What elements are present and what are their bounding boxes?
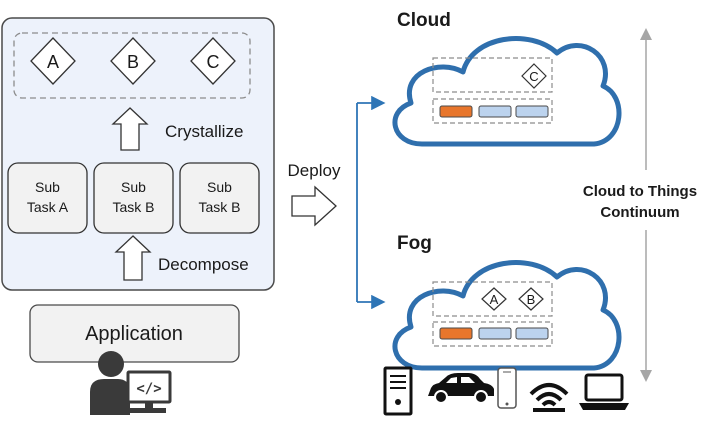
svg-text:</>: </> — [136, 381, 161, 397]
svg-text:C: C — [529, 69, 538, 84]
queue-slot — [478, 105, 512, 118]
svg-text:B: B — [527, 292, 536, 307]
wifi-icon — [529, 383, 569, 412]
svg-text:A: A — [47, 52, 59, 72]
car-icon — [428, 373, 494, 404]
crystallize-arrow-icon — [111, 107, 149, 151]
decompose-arrow-icon — [114, 235, 152, 281]
function-diamond-a: A — [481, 287, 507, 311]
application-decomposition-panel: A B C Crystallize Sub Task A Sub Task B … — [1, 17, 275, 291]
svg-text:Task B: Task B — [112, 199, 154, 215]
fog-node: A B — [392, 260, 622, 371]
svg-text:A: A — [490, 292, 499, 307]
continuum-label-line1: Cloud to Things — [583, 183, 697, 200]
svg-text:B: B — [127, 52, 139, 72]
svg-text:Sub: Sub — [207, 179, 232, 195]
function-diamond-b: B — [110, 37, 156, 85]
subtask-box-b-2: Sub Task B — [179, 162, 260, 234]
smartphone-icon — [497, 367, 517, 409]
queue-slot — [515, 327, 549, 340]
queue-slot — [515, 105, 549, 118]
function-diamond-c: C — [521, 63, 547, 89]
application-label: Application — [85, 323, 183, 345]
cloud-node: C — [392, 36, 622, 147]
crystallize-label: Crystallize — [165, 122, 243, 141]
cloud-title: Cloud — [397, 10, 451, 31]
laptop-icon — [579, 373, 629, 410]
queue-slot — [478, 327, 512, 340]
function-diamond-a: A — [30, 37, 76, 85]
svg-text:Task A: Task A — [27, 199, 69, 215]
deploy-arrow-icon — [291, 185, 337, 227]
deploy-label: Deploy — [288, 161, 341, 180]
application-box: Application — [29, 304, 240, 363]
subtask-box-b: Sub Task B — [93, 162, 174, 234]
svg-text:Sub: Sub — [121, 179, 146, 195]
deploy-connector — [356, 95, 386, 310]
function-diamond-c: C — [190, 37, 236, 85]
continuum-label-line2: Continuum — [600, 204, 679, 221]
queue-slot — [439, 105, 473, 118]
svg-text:Task B: Task B — [198, 199, 240, 215]
queue-slot — [439, 327, 473, 340]
function-diamond-b: B — [518, 287, 544, 311]
fog-title: Fog — [397, 233, 432, 254]
server-icon — [383, 366, 413, 416]
decompose-label: Decompose — [158, 255, 249, 274]
svg-text:Sub: Sub — [35, 179, 60, 195]
svg-text:C: C — [207, 52, 220, 72]
developer-icon: </> — [90, 351, 172, 415]
subtask-box-a: Sub Task A — [7, 162, 88, 234]
continuum-arrow-icon — [640, 28, 652, 382]
